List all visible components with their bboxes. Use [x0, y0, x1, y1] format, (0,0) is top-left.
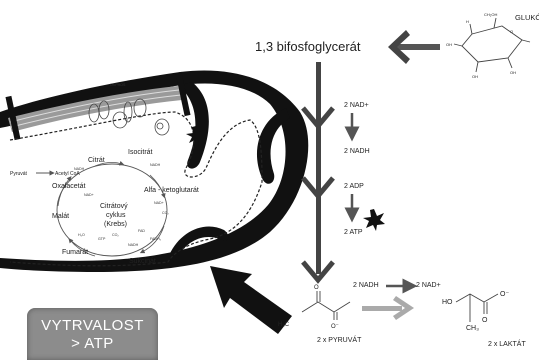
mitochondrion: OXPHOS Pyruvát Acetyl CoA Citrát Isocitr…: [0, 70, 309, 272]
lactate-ho: HO: [442, 299, 453, 306]
cycle-cofactor-label: NADH: [150, 163, 161, 167]
crista-lower: [168, 226, 229, 262]
ferm-nadh-label: 2 NADH: [353, 282, 379, 289]
inner-membrane-band: [8, 86, 182, 132]
ferm-nad-label: 2 NAD+: [416, 282, 441, 289]
glucose-oh-bottom: OH: [472, 74, 478, 79]
adp-in-label: 2 ADP: [344, 183, 364, 190]
cycle-cofactor-label: NADH: [74, 167, 85, 171]
pyruvate-structure: [301, 291, 351, 320]
malate-label: Malát: [52, 213, 69, 220]
mitochondrion-outer-membrane: [0, 70, 309, 272]
oxphos-complexes: [88, 98, 170, 136]
pyruvate-label: 2 x PYRUVÁT: [317, 335, 362, 344]
succinate-label: Sukcinát: [129, 258, 156, 265]
badge-line-2: > ATP: [71, 335, 114, 352]
alpha-ketoglutarate-label: Alfa - ketoglutarát: [144, 187, 199, 194]
cycle-cofactor-label: CO₂: [162, 211, 169, 215]
isocitrate-label: Isocitrát: [128, 149, 153, 156]
krebs-title-3: (Krebs): [104, 221, 127, 228]
cycle-cofactor-label: CO₂: [112, 233, 119, 237]
glucose-oh-left: OH: [446, 42, 452, 47]
cycle-cofactor-label: NADH: [128, 243, 139, 247]
pyruvate-to-lactate-arrow: [362, 296, 414, 320]
pyruvate-h3c: H₃C: [278, 322, 290, 328]
atp-burst-icon: [363, 209, 385, 231]
nad-in-label: 2 NAD+: [344, 102, 369, 109]
mito-pyruvate-label: Pyruvát: [10, 171, 28, 177]
oxaloacetate-label: Oxalacetát: [52, 183, 86, 190]
endurance-badge: VYTRVALOST > ATP: [27, 308, 158, 360]
glucose-label: GLUKÓ: [515, 13, 539, 22]
glucose-ring-o: O: [510, 29, 513, 34]
matrix-boundary: [9, 111, 263, 267]
glucose-ch2oh: CH₂OH: [484, 12, 497, 17]
bifosfoglycerate-label: 1,3 bifosfoglycerát: [255, 39, 361, 54]
cycle-cofactor-label: FADH₂: [150, 237, 162, 241]
oxphos-label: OXPHOS: [110, 83, 126, 87]
lactate-o-minus: O⁻: [500, 291, 509, 298]
pyruvate-o-minus: O⁻: [331, 324, 339, 330]
glucose-to-bpg-arrow: [388, 30, 440, 64]
citrate-label: Citrát: [88, 157, 105, 164]
badge-line-1: VYTRVALOST: [41, 317, 144, 334]
atp-burst-mito-icon: [186, 126, 206, 146]
nadh-out-label: 2 NADH: [344, 148, 370, 155]
lactate-ch3: CH₃: [466, 325, 479, 332]
glucose-structure: [453, 17, 531, 73]
to-mitochondrion-arrow: [210, 266, 292, 334]
krebs-title-2: cyklus: [106, 212, 126, 219]
lactate-label: 2 x LAKTÁT: [488, 339, 526, 348]
lactate-o: O: [482, 317, 488, 324]
lactate-structure: [455, 293, 499, 322]
glucose-oh-right: OH: [510, 70, 516, 75]
krebs-title-1: Citrátový: [100, 203, 128, 210]
glycolysis-arrow: [301, 62, 335, 284]
acetyl-coa-label: Acetyl CoA: [55, 171, 80, 177]
glucose-h: H: [466, 19, 469, 24]
cycle-cofactor-label: NAD+: [84, 193, 94, 197]
cycle-cofactor-labels: NADH NADH NAD+ NAD+ CO₂ FAD FADH₂ NADH GTP CO₂ H₂O: [74, 163, 169, 247]
cycle-cofactor-label: FAD: [138, 229, 145, 233]
pyruvate-o-top: O: [314, 285, 319, 291]
cycle-cofactor-label: H₂O: [78, 233, 85, 237]
crista-right: [256, 108, 290, 184]
cycle-cofactor-label: GTP: [98, 237, 106, 241]
atp-out-label: 2 ATP: [344, 229, 363, 236]
fumarate-label: Fumarát: [62, 249, 88, 256]
cycle-cofactor-label: NAD+: [154, 201, 164, 205]
crista-upper: [178, 82, 209, 169]
